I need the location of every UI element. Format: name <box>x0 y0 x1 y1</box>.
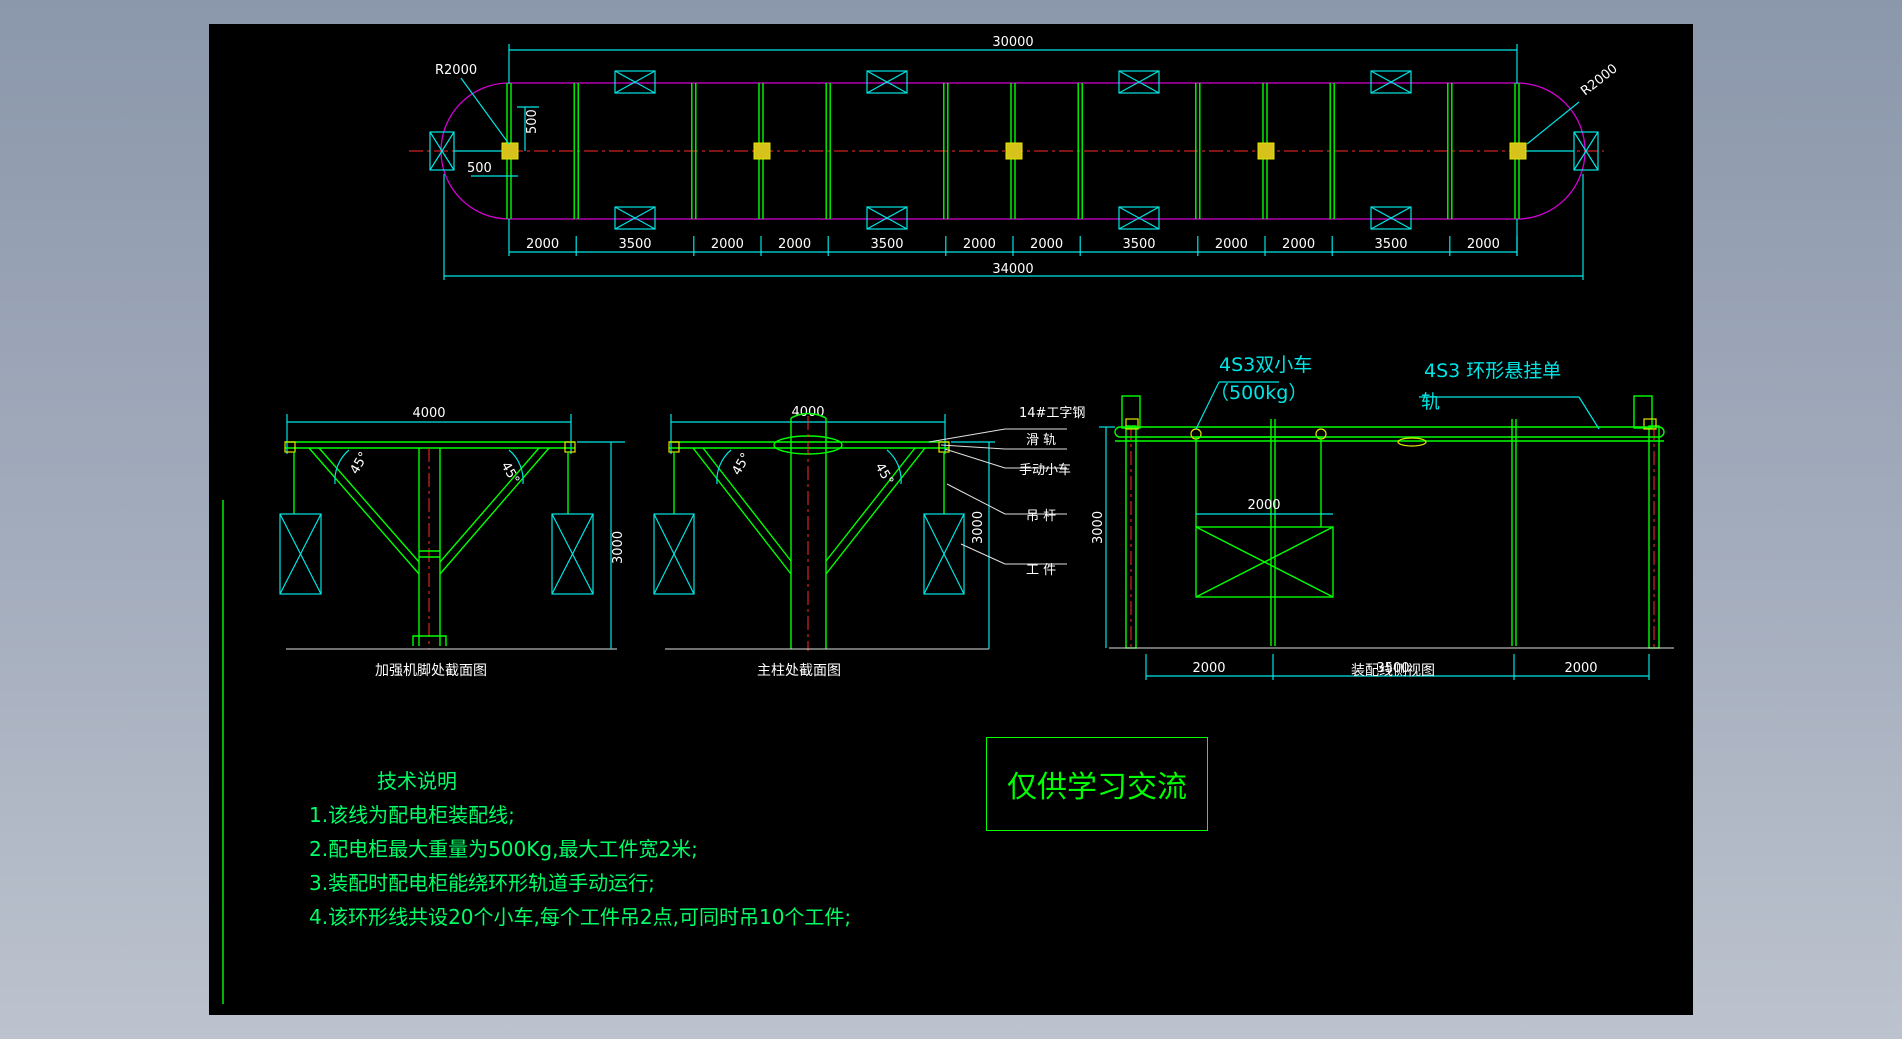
workpiece-box <box>1118 70 1160 94</box>
side-height-dim: 3000 <box>1091 511 1106 544</box>
radius-left: R2000 <box>435 63 477 78</box>
notes-heading: 技术说明 <box>377 769 457 793</box>
workpiece-boxes <box>614 70 1412 230</box>
segment-dim: 2000 <box>778 237 811 252</box>
note-1: 1.该线为配电柜装配线; <box>309 803 515 827</box>
mid-angle-right: 45° <box>872 461 897 488</box>
callout-rail: 滑 轨 <box>1026 433 1056 448</box>
dim-offset-vertical: 500 <box>525 109 540 134</box>
side-callout-trolley: 4S3双小车 <box>1219 354 1312 376</box>
section-middle: 4000 45° 45° 3000 <box>653 405 1085 679</box>
mid-width-dim: 4000 <box>791 405 824 420</box>
workpiece-box <box>614 206 656 230</box>
mid-angle-left: 45° <box>729 451 754 478</box>
workpiece-box <box>866 206 908 230</box>
segment-dim: 2000 <box>963 237 996 252</box>
left-height-dim: 3000 <box>611 531 626 564</box>
note-3: 3.装配时配电柜能绕环形轨道手动运行; <box>309 871 655 895</box>
side-view: 2000 3000 2000 3500 2000 4S3双小车 （500kg） … <box>1091 354 1674 680</box>
side-callout-rail-cont: 轨 <box>1421 391 1440 413</box>
radius-right: R2000 <box>1578 61 1620 99</box>
columns <box>501 142 1527 160</box>
left-angle-left: 45° <box>347 450 372 477</box>
callout-workpiece: 工 件 <box>1026 563 1056 578</box>
side-callout-load: （500kg） <box>1210 382 1307 404</box>
workpiece-box <box>866 70 908 94</box>
technical-notes: 技术说明 1.该线为配电柜装配线; 2.配电柜最大重量为500Kg,最大工件宽2… <box>309 764 851 934</box>
segment-dim: 2000 <box>1030 237 1063 252</box>
segment-dimensions: 2000 3500 2000 2000 3500 2000 2000 3500 2000 2000… <box>526 236 1518 256</box>
note-4: 4.该环形线共设20个小车,每个工件吊2点,可同时吊10个工件; <box>309 905 852 929</box>
watermark-text: 仅供学习交流 <box>1007 770 1187 805</box>
side-callout-rail: 4S3 环形悬挂单 <box>1424 360 1561 382</box>
callout-i-beam: 14#工字钢 <box>1019 406 1085 421</box>
note-2: 2.配电柜最大重量为500Kg,最大工件宽2米; <box>309 837 698 861</box>
segment-dim: 2000 <box>711 237 744 252</box>
side-dim-2: 3500 <box>1376 661 1409 676</box>
callout-trolley: 手动小车 <box>1019 462 1071 478</box>
side-dim-3: 2000 <box>1564 661 1597 676</box>
segment-dim: 3500 <box>618 237 651 252</box>
side-dim-1: 2000 <box>1192 661 1225 676</box>
segment-dim: 2000 <box>526 237 559 252</box>
segment-dim: 3500 <box>870 237 903 252</box>
mid-height-dim: 3000 <box>971 511 986 544</box>
dim-total-length: 34000 <box>992 262 1033 277</box>
side-view-title: 装配线侧视图 <box>1351 663 1435 679</box>
watermark-box: 仅供学习交流 <box>986 737 1208 831</box>
workpiece-box <box>1370 206 1412 230</box>
left-width-dim: 4000 <box>412 406 445 421</box>
segment-dim: 2000 <box>1215 237 1248 252</box>
workpiece-box <box>614 70 656 94</box>
segment-dim: 3500 <box>1374 237 1407 252</box>
workpiece-box <box>1118 206 1160 230</box>
segment-dim: 2000 <box>1282 237 1315 252</box>
dim-overall-length: 30000 <box>992 35 1033 50</box>
segment-dim: 3500 <box>1122 237 1155 252</box>
segment-dim: 2000 <box>1467 237 1500 252</box>
section-left: 4000 45° 45° 3000 加强机脚处截面图 <box>279 406 626 679</box>
left-section-title: 加强机脚处截面图 <box>375 663 487 679</box>
workpiece-box <box>1370 70 1412 94</box>
dim-offset-horizontal: 500 <box>467 161 492 176</box>
side-work-width: 2000 <box>1247 498 1280 513</box>
middle-section-title: 主柱处截面图 <box>757 663 841 679</box>
callout-hanger: 吊 杆 <box>1026 509 1056 524</box>
